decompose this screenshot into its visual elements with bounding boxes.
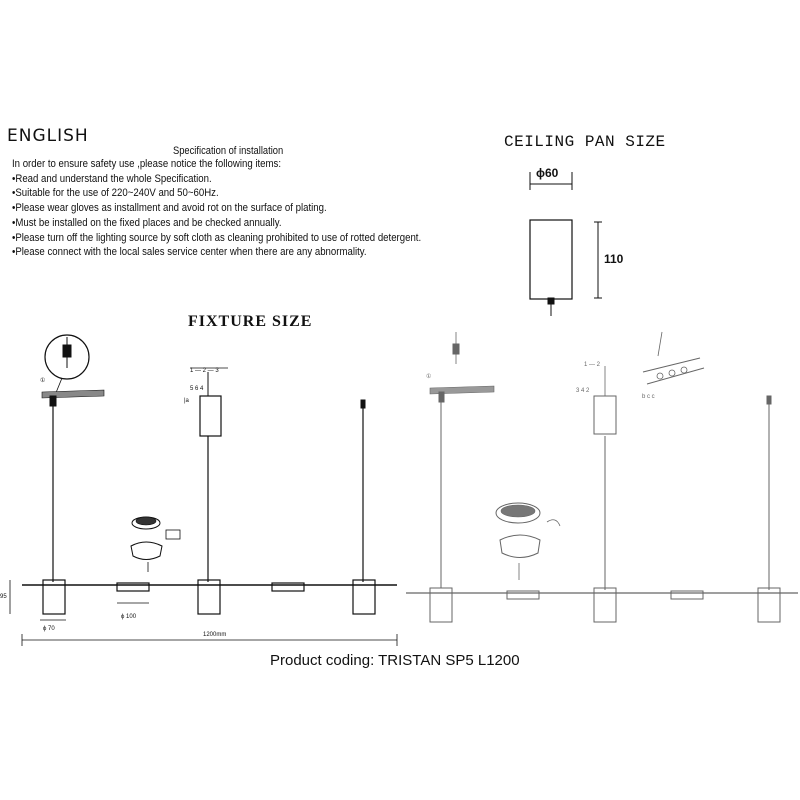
spec-item: •Please connect with the local sales ser… (12, 246, 367, 259)
spec-item: •Read and understand the whole Specifica… (12, 172, 212, 185)
svg-text:5 6 4: 5 6 4 (190, 386, 204, 392)
ceiling-pan-diameter-label: ϕ60 (536, 166, 559, 180)
svg-text:1 — 2 — 3: 1 — 2 — 3 (190, 368, 219, 374)
fixture-length-label: 1200mm (203, 632, 226, 638)
svg-text:1 — 2: 1 — 2 (584, 362, 601, 368)
fixture-drawing-right: ① 1 — 2 3 4 2 b c c (406, 331, 798, 623)
language-title: ENGLISH (7, 126, 89, 146)
bar-diameter-label: ϕ 100 (121, 614, 137, 620)
fixture-height-label: 95 (0, 594, 7, 600)
svg-text:①: ① (426, 373, 431, 380)
spot-diameter-label: ϕ 70 (43, 626, 55, 632)
spec-item: •Suitable for the use of 220~240V and 50… (12, 187, 219, 200)
product-coding: Product coding: TRISTAN SP5 L1200 (270, 652, 520, 669)
ceiling-pan-body (529, 219, 573, 300)
fixture-drawing-left: ① 1 — 2 — 3 5 6 4 |a 95 ϕ 70 (0, 334, 398, 646)
spec-item: In order to ensure safety use ,please no… (12, 158, 282, 170)
canopy-box (199, 395, 222, 437)
spec-item: •Please wear gloves as installment and a… (12, 202, 327, 215)
detail-circle (44, 334, 90, 380)
svg-text:|a: |a (184, 398, 190, 404)
svg-text:3 4 2: 3 4 2 (576, 388, 590, 394)
fixture-size-title: FIXTURE SIZE (188, 313, 313, 330)
spec-item: •Please turn off the lighting source by … (12, 231, 422, 244)
spec-item: •Must be installed on the fixed places a… (12, 216, 282, 229)
ceiling-pan-drawing: ϕ60 110 (529, 166, 624, 316)
ceiling-pan-height-label: 110 (604, 252, 624, 266)
svg-text:b c c: b c c (642, 394, 655, 400)
ceiling-pan-title: CEILING PAN SIZE (504, 133, 666, 151)
step-marker: ① (40, 377, 45, 384)
specification-heading: Specification of installation (173, 145, 284, 157)
specification-list: In order to ensure safety use ,please no… (12, 157, 421, 260)
